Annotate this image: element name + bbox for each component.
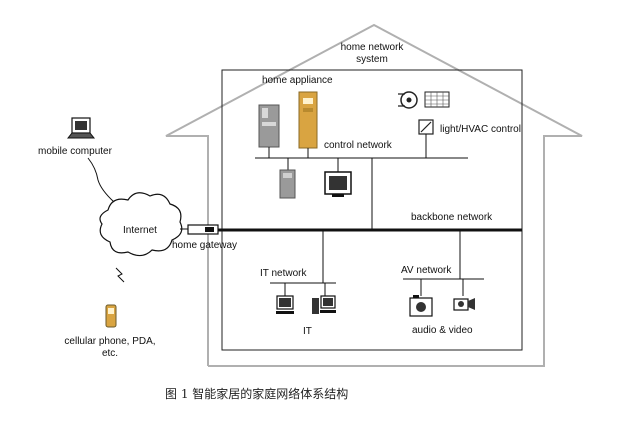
internet-cloud-icon: [99, 192, 183, 257]
light-switch-icon: [418, 119, 434, 135]
keypad-icon: [424, 91, 450, 108]
home-gateway-icon: [187, 224, 219, 235]
mobile-computer-label: mobile computer: [38, 146, 113, 157]
house-outline: [165, 23, 583, 367]
backbone-network-label: backbone network: [411, 212, 493, 223]
wireless-link: [115, 267, 125, 283]
internet-label: Internet: [123, 225, 157, 236]
camera-icon: [409, 295, 433, 317]
laptop-icon: [66, 117, 96, 139]
figure-caption: 图 1 智能家居的家庭网络体系结构: [165, 386, 348, 401]
cellular-label-line2: etc.: [102, 348, 118, 359]
system-label-line1: home network: [341, 42, 405, 53]
it-label: IT: [303, 326, 312, 337]
it-network-label: IT network: [260, 268, 307, 279]
refrigerator-icon: [258, 104, 280, 148]
home-network-system-box: [221, 69, 523, 351]
video-camera-icon: [453, 298, 475, 311]
desktop-pc-icon: [276, 295, 294, 314]
home-appliance-label: home appliance: [262, 75, 333, 86]
light-hvac-label: light/HVAC control: [440, 124, 521, 135]
mobile-internet-link: [87, 157, 115, 203]
cellular-phone-icon: [105, 304, 117, 328]
cellular-label-line1: cellular phone, PDA,: [64, 336, 155, 347]
control-network-label: control network: [324, 140, 393, 151]
tv-monitor-icon: [324, 171, 352, 197]
audio-video-label: audio & video: [412, 325, 473, 336]
system-label-line2: system: [356, 54, 388, 65]
appliance-cabinet-icon: [279, 169, 296, 199]
fan-icon: [398, 91, 418, 109]
tall-appliance-icon: [298, 91, 318, 149]
home-gateway-label: home gateway: [172, 240, 237, 251]
workstation-icon: [312, 295, 336, 314]
av-network-label: AV network: [401, 265, 452, 276]
